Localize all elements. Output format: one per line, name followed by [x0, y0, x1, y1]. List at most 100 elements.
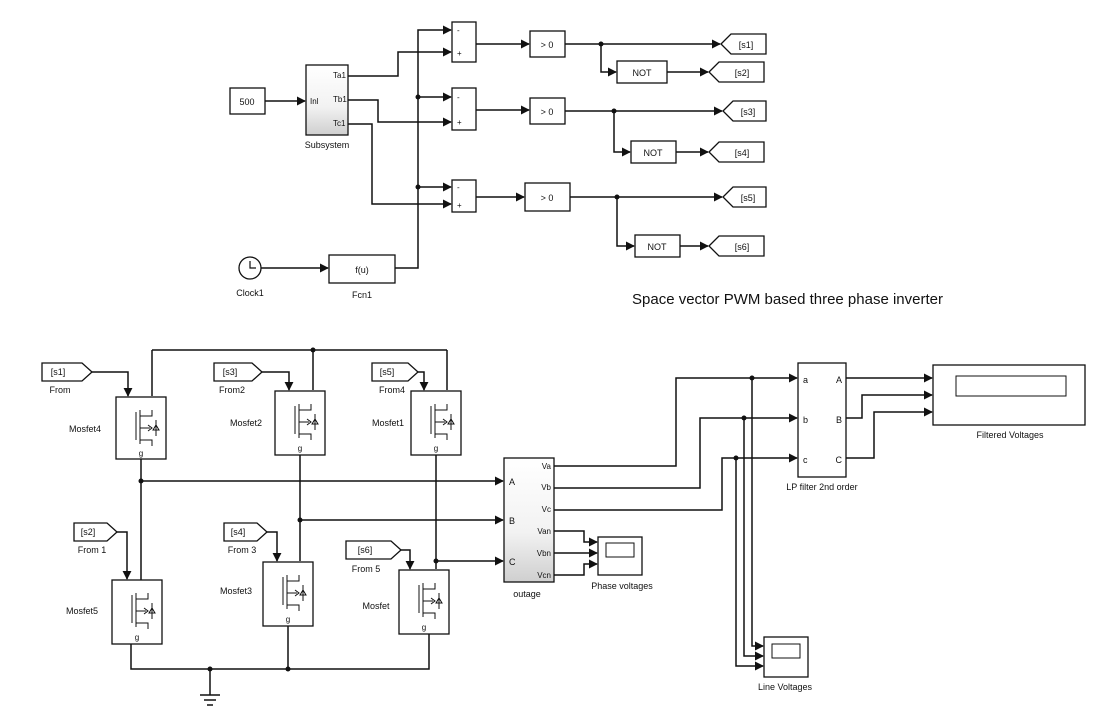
ground-icon — [200, 694, 220, 706]
constant-block[interactable]: 500 — [229, 87, 266, 115]
svg-text:g: g — [286, 615, 290, 624]
svg-text:NOT: NOT — [648, 242, 668, 252]
svg-text:Filtered Voltages: Filtered Voltages — [976, 430, 1044, 440]
goto-s2[interactable]: [s2] — [708, 61, 765, 83]
svg-text:From: From — [50, 385, 71, 395]
svg-text:g: g — [139, 449, 143, 458]
svg-text:NOT: NOT — [644, 148, 664, 158]
subsystem-name: Subsystem — [305, 140, 350, 150]
voltage-measurement-block[interactable]: A B C Va Vb Vc Van Vbn Vcn outage — [503, 457, 555, 599]
mosfet-3[interactable]: g Mosfet3 — [220, 561, 314, 627]
mosfet[interactable]: g Mosfet — [362, 569, 450, 635]
fcn-block[interactable]: f(u) Fcn1 — [328, 254, 396, 300]
fcn-name: Fcn1 — [352, 290, 372, 300]
fcn-expr: f(u) — [355, 265, 369, 275]
svg-text:+: + — [457, 118, 462, 127]
not-block-3[interactable]: NOT — [634, 234, 681, 258]
line-voltages-scope[interactable]: Line Voltages — [758, 636, 813, 692]
svg-text:[s2]: [s2] — [735, 68, 750, 78]
svg-text:+: + — [457, 201, 462, 210]
svg-text:C: C — [836, 455, 843, 465]
svg-text:Van: Van — [537, 527, 551, 536]
svg-text:[s2]: [s2] — [81, 527, 96, 537]
goto-s3[interactable]: [s3] — [722, 100, 767, 122]
svg-text:[s4]: [s4] — [231, 527, 246, 537]
svg-text:From 3: From 3 — [228, 545, 257, 555]
subsystem-out-tc: Tc1 — [333, 119, 346, 128]
phase-voltages-scope[interactable]: Phase voltages — [591, 536, 653, 591]
mosfet-2[interactable]: g Mosfet2 — [230, 390, 326, 456]
svg-text:> 0: > 0 — [541, 40, 554, 50]
svg-text:A: A — [836, 375, 842, 385]
goto-s1[interactable]: [s1] — [720, 33, 767, 55]
svg-text:Vcn: Vcn — [537, 571, 551, 580]
svg-text:outage: outage — [513, 589, 541, 599]
subsystem-out-tb: Tb1 — [333, 95, 347, 104]
svg-text:> 0: > 0 — [541, 193, 554, 203]
mosfet-1[interactable]: g Mosfet1 — [372, 390, 462, 456]
lp-filter-block[interactable]: a b c A B C LP filter 2nd order — [786, 362, 858, 492]
goto-s4[interactable]: [s4] — [708, 141, 765, 163]
svg-text:NOT: NOT — [633, 68, 653, 78]
svg-text:Phase voltages: Phase voltages — [591, 581, 653, 591]
svg-text:[s4]: [s4] — [735, 148, 750, 158]
sum-block-3[interactable]: - + — [451, 179, 477, 213]
svg-text:b: b — [803, 415, 808, 425]
from-s4[interactable]: [s4] From 3 — [223, 522, 268, 555]
not-block-2[interactable]: NOT — [630, 140, 677, 164]
svg-text:B: B — [836, 415, 842, 425]
svg-text:Vc: Vc — [542, 505, 551, 514]
svg-text:LP filter 2nd order: LP filter 2nd order — [786, 482, 857, 492]
svg-text:> 0: > 0 — [541, 107, 554, 117]
from-s3[interactable]: [s3] From2 — [213, 362, 263, 395]
svg-text:Mosfet2: Mosfet2 — [230, 418, 262, 428]
svg-text:Mosfet1: Mosfet1 — [372, 418, 404, 428]
svg-text:[s3]: [s3] — [741, 107, 756, 117]
subsystem-block[interactable]: Inl Ta1 Tb1 Tc1 Subsystem — [305, 64, 350, 150]
svg-text:From4: From4 — [379, 385, 405, 395]
svg-text:From2: From2 — [219, 385, 245, 395]
from-s6[interactable]: [s6] From 5 — [345, 540, 402, 574]
compare-block-3[interactable]: > 0 — [524, 182, 571, 212]
compare-block-1[interactable]: > 0 — [529, 30, 566, 58]
svg-text:-: - — [457, 93, 460, 102]
svg-text:Mosfet3: Mosfet3 — [220, 586, 252, 596]
svg-text:Va: Va — [542, 462, 552, 471]
subsystem-out-ta: Ta1 — [333, 71, 346, 80]
svg-text:[s3]: [s3] — [223, 367, 238, 377]
svg-text:g: g — [298, 444, 302, 453]
svg-text:g: g — [135, 633, 139, 642]
from-s1[interactable]: [s1] From — [41, 362, 93, 395]
svg-text:g: g — [422, 623, 426, 632]
mosfet-5[interactable]: g Mosfet5 — [66, 579, 163, 645]
svg-text:c: c — [803, 455, 808, 465]
from-s2[interactable]: [s2] From 1 — [73, 522, 118, 555]
svg-text:[s5]: [s5] — [380, 367, 395, 377]
compare-block-2[interactable]: > 0 — [529, 97, 566, 125]
svg-text:Mosfet5: Mosfet5 — [66, 606, 98, 616]
svg-text:A: A — [509, 477, 515, 487]
goto-s6[interactable]: [s6] — [708, 235, 765, 257]
sum-block-1[interactable]: - + — [451, 21, 477, 63]
svg-text:[s5]: [s5] — [741, 193, 756, 203]
svg-text:From 1: From 1 — [78, 545, 107, 555]
clock-name: Clock1 — [236, 288, 264, 298]
from-s5[interactable]: [s5] From4 — [371, 362, 419, 395]
svg-text:B: B — [509, 516, 515, 526]
sum-block-2[interactable]: - + — [451, 87, 477, 131]
clock-block[interactable]: Clock1 — [236, 256, 264, 298]
svg-text:Vb: Vb — [541, 483, 551, 492]
svg-text:Line Voltages: Line Voltages — [758, 682, 813, 692]
svg-text:[s1]: [s1] — [51, 367, 66, 377]
svg-text:Mosfet: Mosfet — [362, 601, 390, 611]
mosfet-4[interactable]: g Mosfet4 — [69, 396, 167, 460]
svg-text:C: C — [509, 557, 516, 567]
goto-s5[interactable]: [s5] — [722, 186, 767, 208]
not-block-1[interactable]: NOT — [616, 60, 668, 84]
svg-text:+: + — [457, 49, 462, 58]
filtered-voltages-scope[interactable]: Filtered Voltages — [932, 364, 1086, 440]
svg-text:[s1]: [s1] — [739, 40, 754, 50]
constant-value: 500 — [239, 97, 254, 107]
svg-text:From 5: From 5 — [352, 564, 381, 574]
